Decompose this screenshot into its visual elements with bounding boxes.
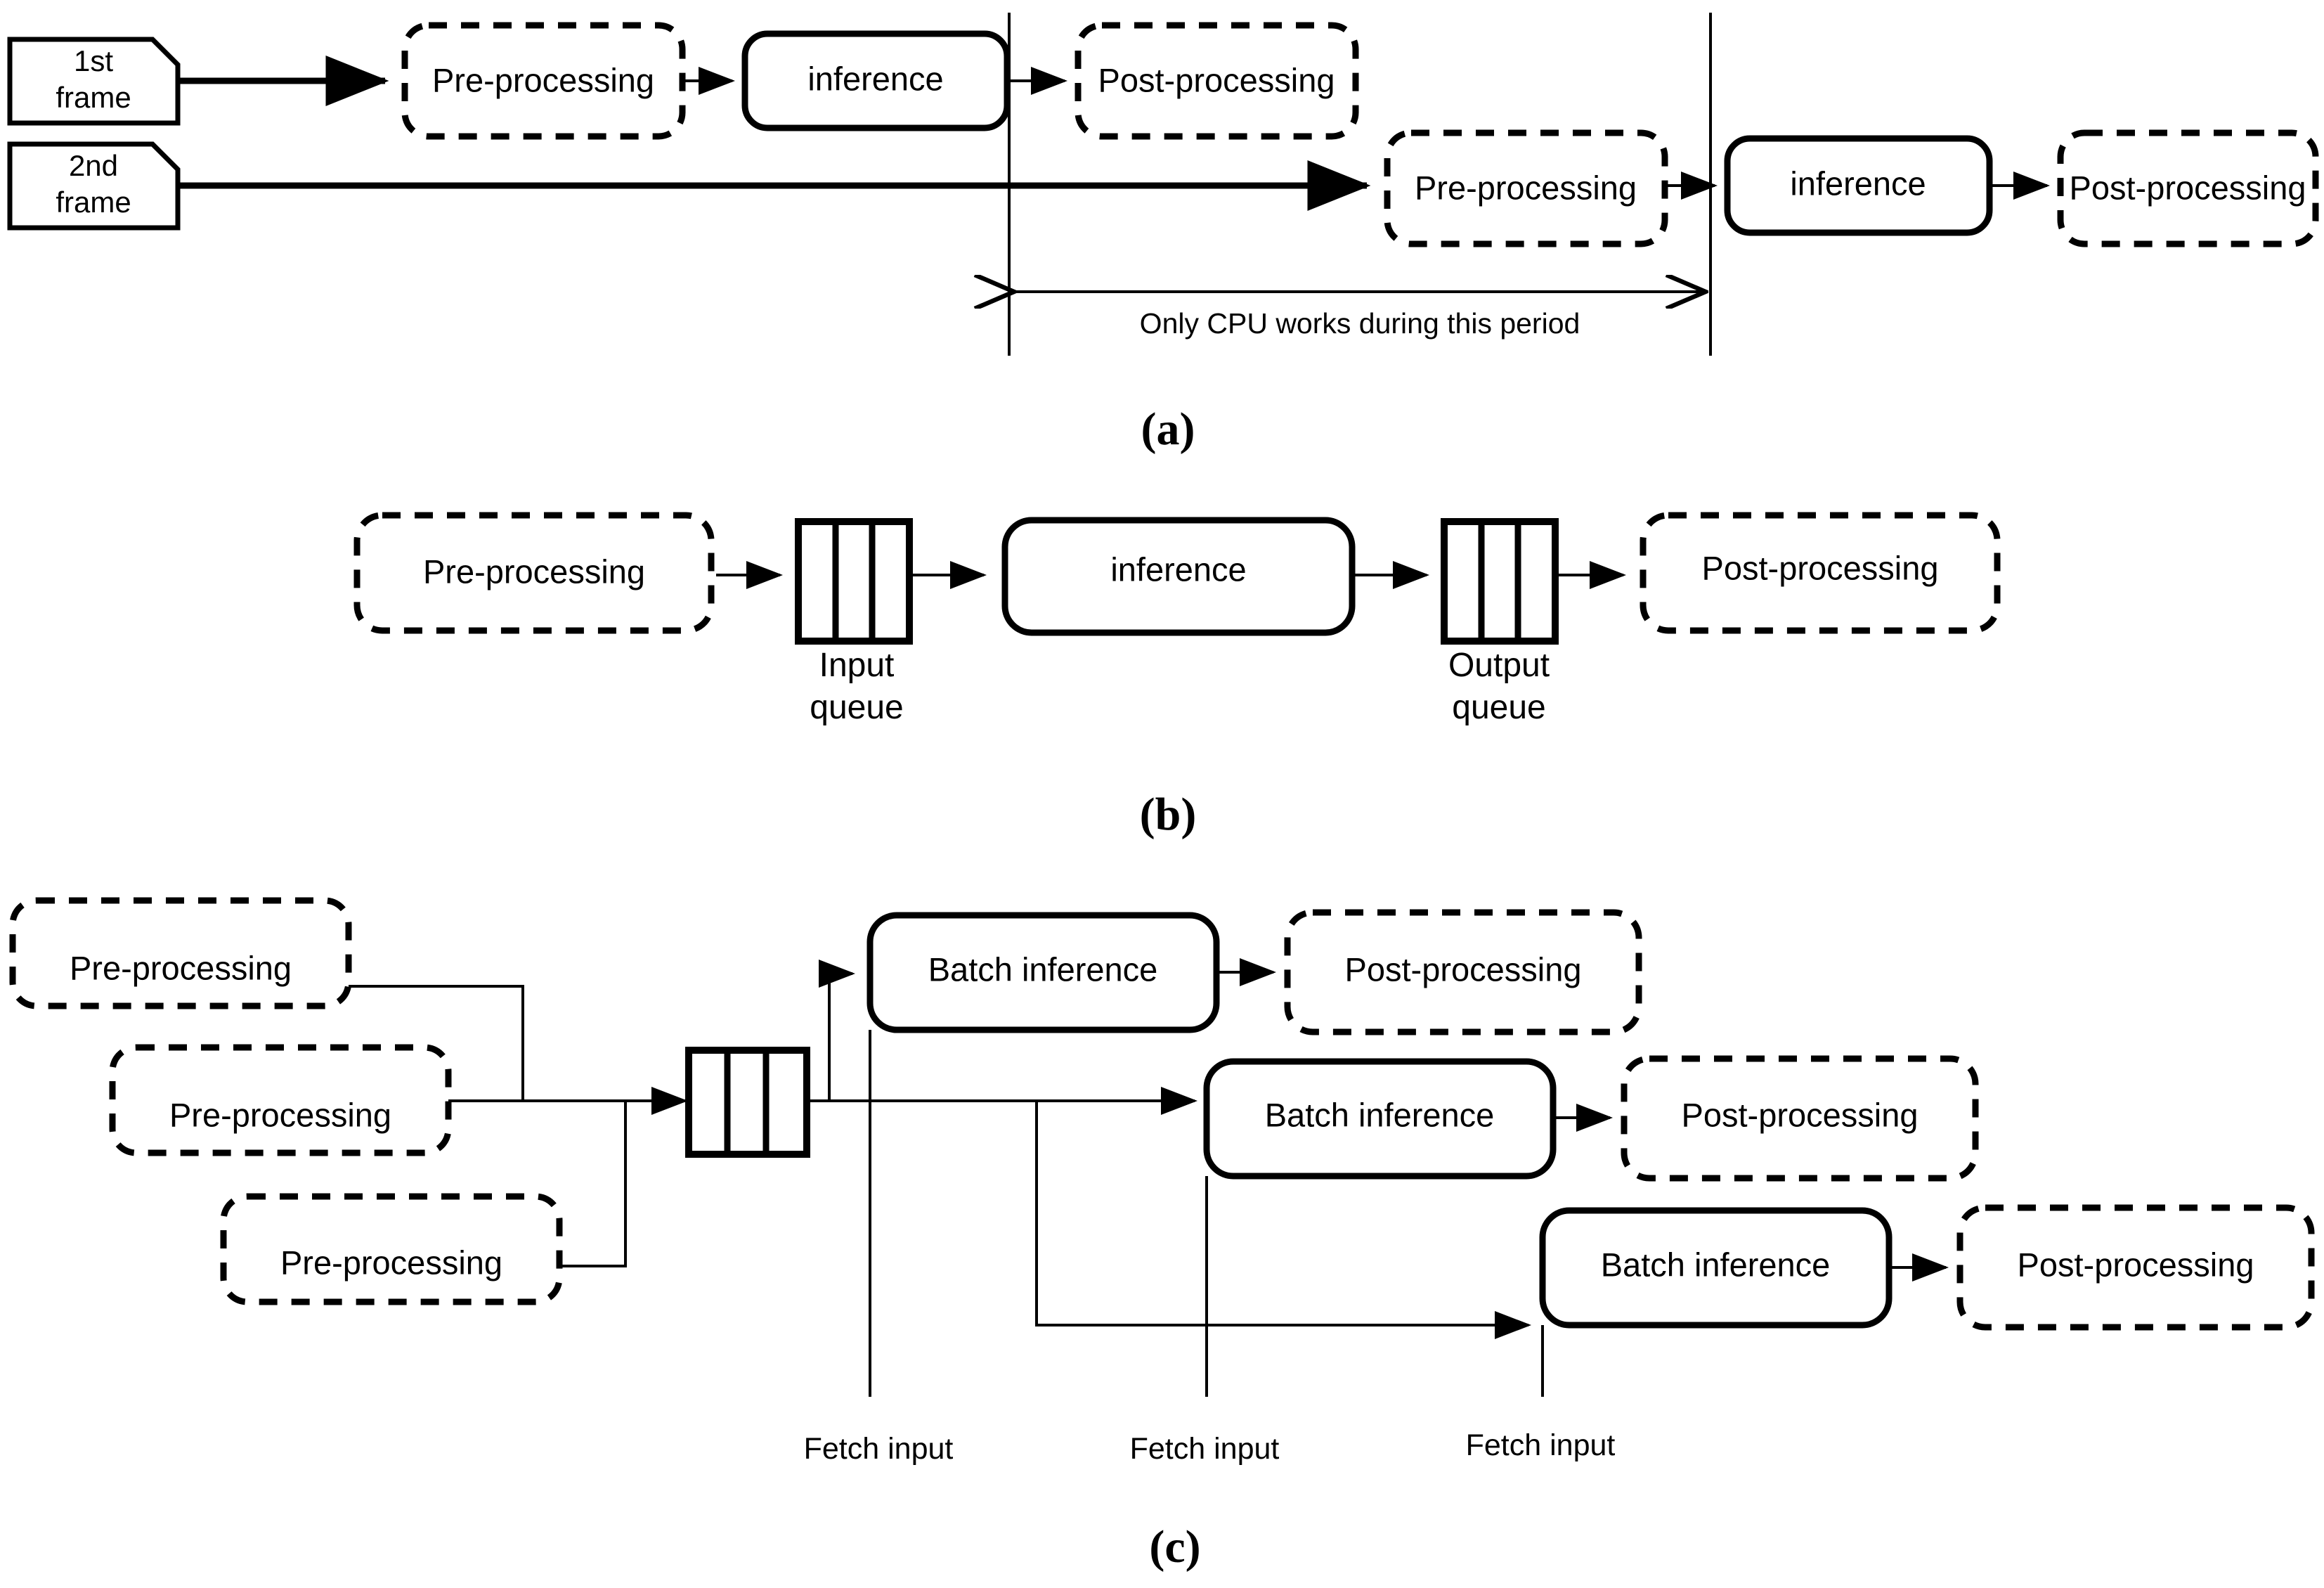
a-inference-1: inference <box>741 30 1011 131</box>
c-preprocessing-3-label: Pre-processing <box>280 1244 502 1281</box>
c-postprocessing-2-box <box>1621 1055 1979 1182</box>
b-preprocessing-box <box>353 512 715 634</box>
c-batch-inference-2: Batch inference <box>1203 1058 1557 1180</box>
c-preprocessing-2-label: Pre-processing <box>169 1096 391 1133</box>
c-preprocessing-1: Pre-processing <box>9 897 352 1009</box>
c-postprocessing-3: Post-processing <box>1956 1204 2315 1331</box>
c-preprocessing-2: Pre-processing <box>109 1044 452 1156</box>
b-postprocessing-box <box>1640 512 2001 634</box>
c-postprocessing-2: Post-processing <box>1621 1055 1979 1182</box>
route-pre3-to-trunk <box>559 1101 627 1267</box>
route-queue-to-batch1 <box>819 960 855 1101</box>
route-queue-to-batch3 <box>1035 1101 1531 1339</box>
b-output-queue: Output queue <box>1441 518 1559 726</box>
b-preprocessing: Pre-processing <box>353 512 715 634</box>
c-batch-inference-1: Batch inference <box>866 912 1220 1033</box>
a-inference-1-label: inference <box>807 60 943 97</box>
fetch-input-label-3: Fetch input <box>1466 1428 1616 1462</box>
b-postprocessing-label: Post-processing <box>1702 549 1939 586</box>
frame-1-label-line2: frame <box>56 81 131 114</box>
cpu-period-note: Only CPU works during this period <box>1140 307 1580 340</box>
a-inference-2: inference <box>1724 135 1993 236</box>
b-inference-label: inference <box>1110 550 1246 588</box>
a-preprocessing-2-box <box>1384 129 1668 247</box>
c-preprocessing-1-label: Pre-processing <box>70 949 292 986</box>
a-preprocessing-2-label: Pre-processing <box>1415 169 1637 206</box>
frame-2-shape <box>7 141 181 231</box>
b-output-queue-label-line2: queue <box>1452 689 1545 726</box>
a-preprocessing-1-label: Pre-processing <box>432 61 654 98</box>
a-postprocessing-2-label: Post-processing <box>2070 169 2306 206</box>
panel-tag-b: (b) <box>1140 789 1197 840</box>
frame-1-label-line1: 1st <box>74 44 113 77</box>
b-output-queue-label-line1: Output <box>1448 647 1550 684</box>
panel-tag-a: (a) <box>1141 404 1195 455</box>
panel-tag-c: (c) <box>1149 1521 1200 1573</box>
c-postprocessing-1: Post-processing <box>1284 909 1642 1035</box>
fetch-input-label-1: Fetch input <box>804 1432 954 1466</box>
b-inference: inference <box>1001 517 1356 636</box>
c-postprocessing-2-label: Post-processing <box>1682 1096 1919 1133</box>
b-output-queue-box <box>1441 518 1559 645</box>
b-input-queue-label-line2: queue <box>810 689 903 726</box>
c-postprocessing-1-box <box>1284 909 1642 1035</box>
a-postprocessing-1: Post-processing <box>1075 22 1359 140</box>
fetch-input-label-2: Fetch input <box>1130 1432 1280 1466</box>
a-postprocessing-2: Post-processing <box>2057 129 2319 247</box>
b-input-queue: Input queue <box>795 518 913 726</box>
a-postprocessing-1-label: Post-processing <box>1098 61 1335 98</box>
c-postprocessing-1-label: Post-processing <box>1345 950 1582 988</box>
a-inference-2-label: inference <box>1790 164 1926 202</box>
route-pre1-to-trunk <box>349 985 524 1101</box>
b-preprocessing-label: Pre-processing <box>423 553 645 590</box>
a-postprocessing-2-box <box>2057 129 2319 247</box>
c-preprocessing-1-box <box>9 897 352 1009</box>
c-batch-inference-2-label: Batch inference <box>1265 1096 1495 1133</box>
frame-1-shape <box>7 37 181 126</box>
frame-2-label-line1: 2nd <box>69 149 118 182</box>
panel-c: Pre-processing Pre-processing Pre-proces… <box>9 897 2315 1573</box>
panel-a: 1st frame 2nd frame Pre-processing infer… <box>7 13 2319 455</box>
frame-2-label-line2: frame <box>56 186 131 219</box>
a-postprocessing-1-box <box>1075 22 1359 140</box>
b-postprocessing: Post-processing <box>1640 512 2001 634</box>
c-preprocessing-2-box <box>109 1044 452 1156</box>
c-shared-queue-box <box>685 1047 810 1158</box>
c-preprocessing-3: Pre-processing <box>220 1193 563 1305</box>
c-batch-inference-3-label: Batch inference <box>1601 1246 1831 1283</box>
a-preprocessing-1: Pre-processing <box>401 22 686 140</box>
c-preprocessing-3-box <box>220 1193 563 1305</box>
b-input-queue-label-line1: Input <box>819 647 895 684</box>
b-input-queue-box <box>795 518 913 645</box>
frame-1-node: 1st frame <box>7 37 181 126</box>
a-preprocessing-2: Pre-processing <box>1384 129 1668 247</box>
panel-b: Pre-processing Input queue inference Out… <box>353 512 2001 840</box>
c-postprocessing-3-label: Post-processing <box>2018 1246 2254 1283</box>
c-shared-queue <box>685 1047 810 1158</box>
c-batch-inference-3: Batch inference <box>1539 1207 1893 1329</box>
c-batch-inference-1-label: Batch inference <box>928 950 1158 988</box>
c-postprocessing-3-box <box>1956 1204 2315 1331</box>
frame-2-node: 2nd frame <box>7 141 181 231</box>
